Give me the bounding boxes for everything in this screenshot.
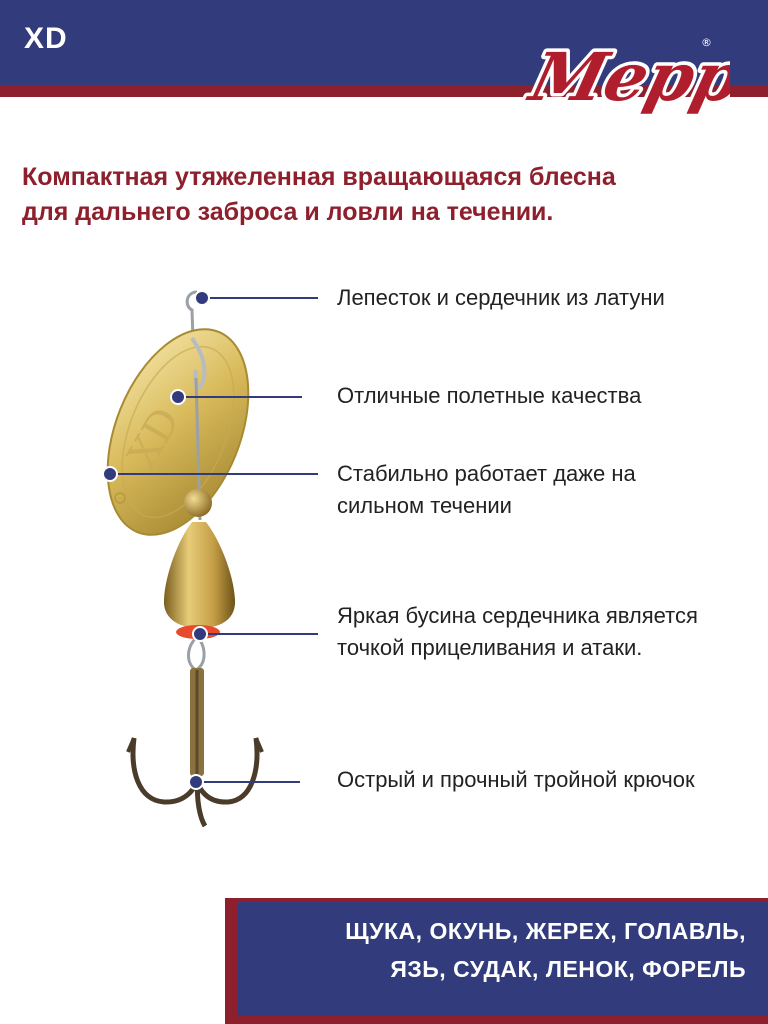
hook-left <box>130 737 201 805</box>
logo-outline: Mepps <box>521 38 730 116</box>
model-label: XD <box>24 22 68 55</box>
callout-dot-icon <box>194 290 210 306</box>
mepps-logo: Mepps Mepps ® <box>518 34 730 119</box>
blade-hole <box>114 492 126 504</box>
feature-line: Отличные полетные качества <box>337 383 642 408</box>
species-line: ЩУКА, ОКУНЬ, ЖЕРЕХ, ГОЛАВЛЬ, <box>345 918 746 944</box>
species-list: ЩУКА, ОКУНЬ, ЖЕРЕХ, ГОЛАВЛЬ, ЯЗЬ, СУДАК,… <box>246 912 746 988</box>
logo-wordmark: Mepps <box>521 38 730 116</box>
lure-body <box>163 522 236 628</box>
callout-dot-icon <box>188 774 204 790</box>
feature-line: Яркая бусина сердечника является <box>337 603 698 628</box>
callout-dot-icon <box>192 626 208 642</box>
callout-dot-icon <box>102 466 118 482</box>
blade <box>106 328 250 536</box>
headline-line: для дальнего заброса и ловли на течении. <box>22 198 554 226</box>
feature-callout: Острый и прочный тройной крючок <box>337 764 695 796</box>
registered-mark: ® <box>701 36 712 49</box>
feature-line: Острый и прочный тройной крючок <box>337 767 695 792</box>
hook-right <box>193 737 260 805</box>
feature-line: Стабильно работает даже на <box>337 461 636 486</box>
feature-line: сильном течении <box>337 493 512 518</box>
lower-loop <box>187 636 206 672</box>
wire-loop <box>185 290 198 341</box>
species-line: ЯЗЬ, СУДАК, ЛЕНОК, ФОРЕЛЬ <box>390 956 746 982</box>
header-bar <box>0 0 768 85</box>
feature-callout: Стабильно работает даже на сильном течен… <box>337 458 636 522</box>
feature-line: Лепесток и сердечник из латуни <box>337 285 665 310</box>
feature-callout: Отличные полетные качества <box>337 380 641 412</box>
feature-callout: Яркая бусина сердечника является точкой … <box>337 600 698 664</box>
feature-line: точкой прицеливания и атаки. <box>337 635 643 660</box>
species-banner <box>237 902 768 1016</box>
headline-line: Компактная утяжеленная вращающаяся блесн… <box>22 163 616 191</box>
blade-rim <box>121 345 235 519</box>
header-stripe <box>0 85 768 97</box>
headline: Компактная утяжеленная вращающаяся блесн… <box>22 160 752 230</box>
callout-dot-icon <box>170 389 186 405</box>
bead-small <box>184 489 212 517</box>
feature-callout: Лепесток и сердечник из латуни <box>337 282 665 314</box>
